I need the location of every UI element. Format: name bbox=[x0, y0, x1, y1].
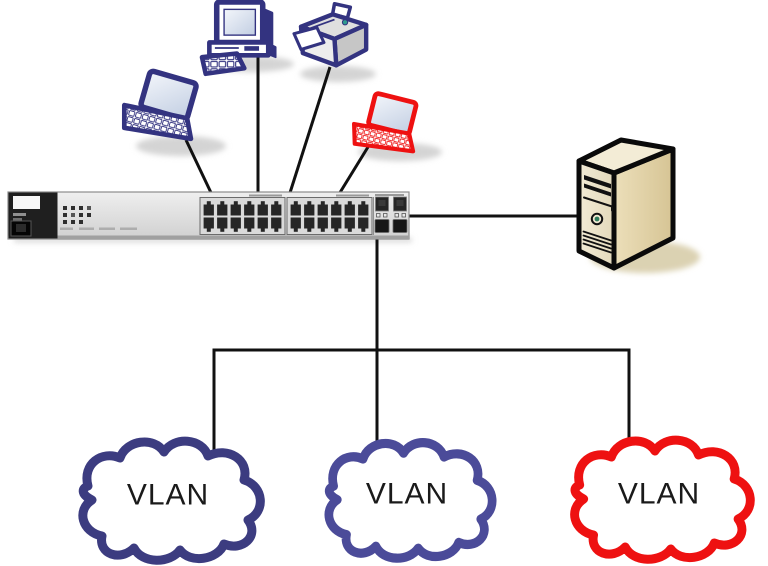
rj45-ports-1-top[interactable] bbox=[202, 200, 283, 216]
uplink-ports[interactable] bbox=[375, 196, 407, 212]
laptop-blue-icon[interactable] bbox=[118, 66, 206, 146]
desktop-computer-icon[interactable] bbox=[199, 0, 277, 77]
laptop-red-icon[interactable] bbox=[349, 90, 424, 158]
link-laptop2-switch bbox=[334, 146, 370, 200]
link-printer-switch bbox=[286, 66, 332, 200]
link-laptop1-switch bbox=[184, 139, 216, 200]
printer-button bbox=[341, 19, 349, 26]
rj45-ports-2-top[interactable] bbox=[289, 200, 370, 216]
rj45-ports-2-bottom[interactable] bbox=[289, 217, 370, 233]
uplink-leds bbox=[376, 213, 406, 218]
paper-out bbox=[292, 25, 326, 52]
ethernet-switch-icon[interactable] bbox=[7, 191, 410, 240]
vlan-label: VLAN bbox=[618, 478, 700, 511]
vlan-cloud-2[interactable]: VLAN bbox=[329, 443, 492, 559]
trunk-branch-outer bbox=[212, 348, 631, 460]
drive-slot bbox=[244, 46, 260, 51]
vlan-label: VLAN bbox=[366, 478, 448, 511]
printer-icon[interactable] bbox=[292, 2, 369, 68]
server-tower-icon[interactable] bbox=[576, 137, 676, 271]
drive-bay bbox=[584, 175, 611, 189]
led-legend-text bbox=[60, 227, 137, 230]
rj45-ports-1-bottom[interactable] bbox=[202, 217, 283, 233]
monitor-screen bbox=[223, 8, 257, 36]
sfp-slots[interactable] bbox=[374, 219, 408, 233]
vlan-cloud-1[interactable]: VLAN bbox=[83, 441, 260, 560]
port-group-labels bbox=[249, 194, 404, 197]
drive-bay bbox=[584, 183, 611, 197]
status-leds bbox=[63, 206, 91, 224]
switch-brand-label bbox=[13, 196, 40, 209]
vlan-cloud-3[interactable]: VLAN bbox=[575, 440, 751, 559]
vlan-label: VLAN bbox=[127, 479, 209, 512]
vents bbox=[582, 230, 612, 254]
